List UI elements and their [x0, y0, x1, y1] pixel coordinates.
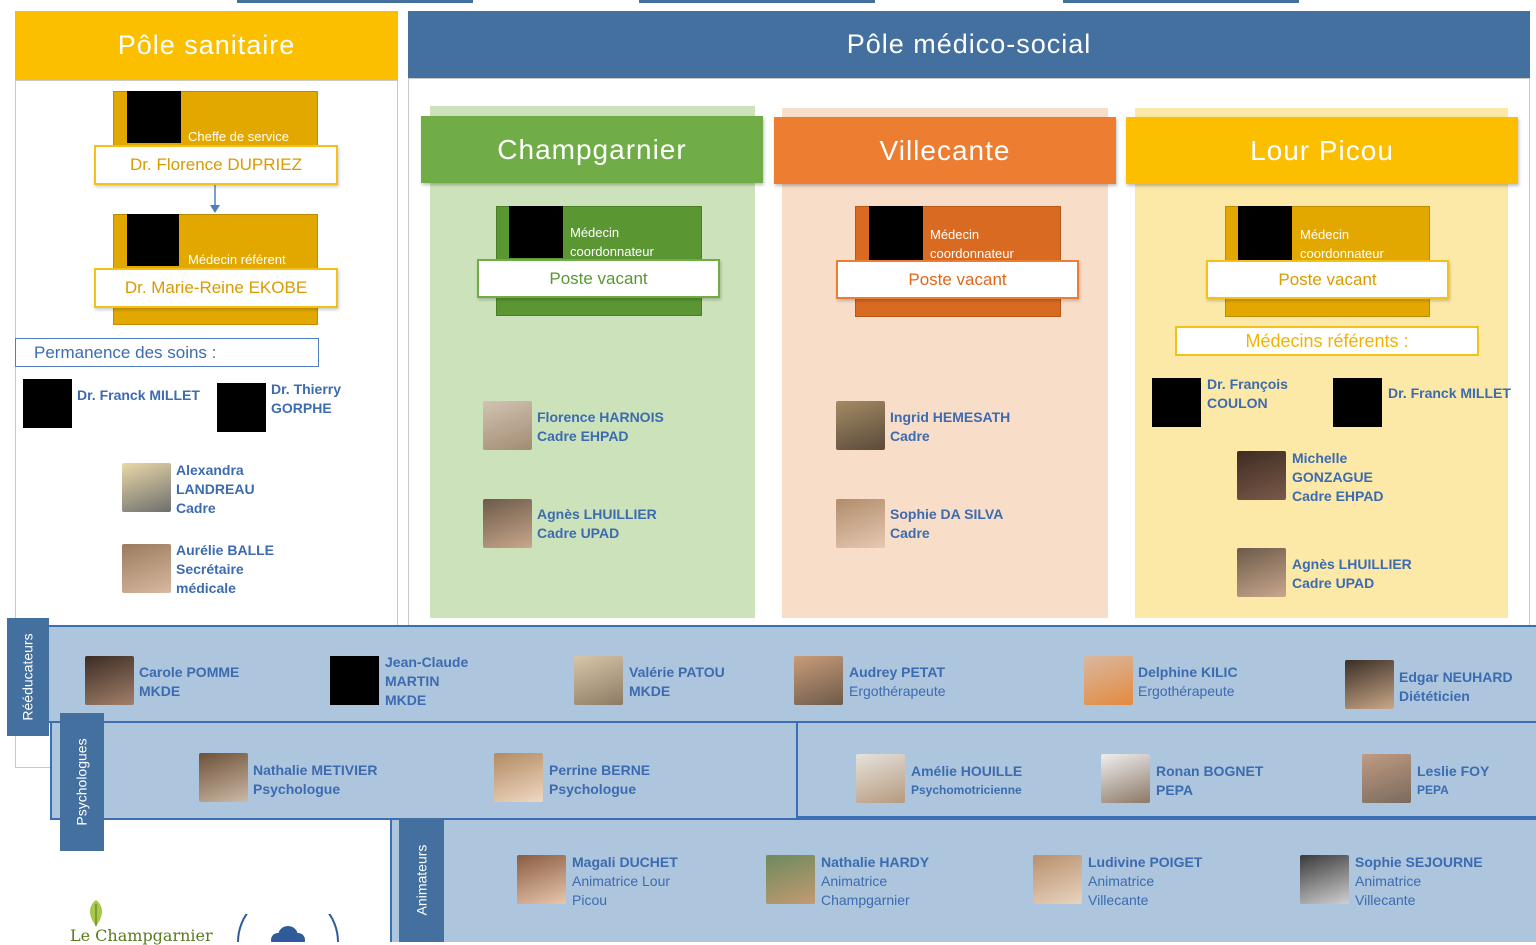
person-sophie-da-silva: Sophie DA SILVA Cadre	[890, 506, 1004, 541]
anim-ludivine-poiget: Ludivine POIGET Animatrice Villecante	[1088, 854, 1203, 908]
photo-valerie	[574, 656, 623, 705]
psychologues-band	[50, 721, 798, 820]
anim-nathalie-hardy: Nathalie HARDY Animatrice Champgarnier	[821, 854, 930, 908]
reeduc-jean-claude-martin: Jean-Claude MARTIN MKDE	[385, 654, 469, 708]
connector-arrow	[210, 185, 220, 213]
photo-aurelie	[122, 544, 171, 593]
photo-carole	[85, 656, 134, 705]
redacted-photo	[1238, 206, 1292, 260]
photo-magali	[517, 855, 566, 904]
photo-ludivine	[1033, 855, 1082, 904]
redacted-photo	[869, 206, 923, 260]
medecins-referents-label: Médecins référents :	[1175, 326, 1479, 356]
lourpicou-vacant: Poste vacant	[1206, 260, 1449, 299]
staff-amelie-houille: Amélie HOUILLE Psychomotricienne	[911, 763, 1023, 797]
reeducateurs-tab: Rééducateurs	[7, 618, 49, 736]
redacted-photo	[217, 383, 266, 432]
photo-ingrid	[836, 401, 885, 450]
villecante-header: Villecante	[774, 117, 1116, 184]
doctor-franck-millet: Dr. Franck MILLET	[1388, 385, 1511, 401]
villecante-coord-role: Médecin coordonnateur	[930, 227, 1014, 261]
staff-aurelie: Aurélie BALLE Secrétaire médicale	[176, 542, 275, 596]
photo-amelie	[856, 754, 905, 803]
lourpicou-column	[1135, 108, 1508, 618]
person-florence-harnois: Florence HARNOIS Cadre EHPAD	[537, 409, 664, 444]
photo-perrine	[494, 753, 543, 802]
photo-agnes-2	[1237, 548, 1286, 597]
champgarnier-header: Champgarnier	[421, 116, 763, 183]
photo-delphine	[1084, 656, 1133, 705]
redacted-photo	[1333, 378, 1382, 427]
psycho-right-area	[797, 723, 1536, 818]
staff-leslie-foy: Leslie FOY PEPA	[1417, 763, 1490, 797]
photo-agnes-1	[483, 499, 532, 548]
lourpicou-header: Lour Picou	[1126, 117, 1518, 184]
leaf-icon	[90, 900, 102, 926]
photo-alexandra	[122, 463, 171, 512]
psy-nathalie-metivier: Nathalie METIVIER Psychologue	[253, 762, 378, 797]
permanence-label: Permanence des soins :	[15, 338, 319, 367]
chef-name: Dr. Florence DUPRIEZ	[94, 145, 338, 185]
photo-nathalie-m	[199, 753, 248, 802]
photo-michelle	[1237, 451, 1286, 500]
psychologues-tab: Psychologues	[60, 713, 104, 851]
reeducateurs-band	[42, 625, 1536, 723]
photo-leslie	[1362, 754, 1411, 803]
redacted-photo	[127, 214, 179, 266]
staff-alexandra: Alexandra LANDREAU Cadre	[176, 462, 255, 516]
psy-perrine-berne: Perrine BERNE Psychologue	[549, 762, 651, 797]
anim-magali-duchet: Magali DUCHET Animatrice Lour Picou	[572, 854, 678, 908]
person-michelle-gonzague: Michelle GONZAGUE Cadre EHPAD	[1292, 450, 1384, 504]
medico-header: Pôle médico-social	[408, 11, 1530, 78]
photo-sophie-s	[1300, 855, 1349, 904]
reeduc-edgar-neuhard: Edgar NEUHARD Diététicien	[1399, 669, 1513, 704]
photo-nathalie-h	[766, 855, 815, 904]
reeduc-valerie-patou: Valérie PATOU MKDE	[629, 664, 725, 699]
lourpicou-coord-role: Médecin coordonnateur	[1300, 227, 1384, 261]
top-strip	[1063, 0, 1299, 3]
logo-text: Le Champgarnier	[70, 926, 213, 945]
sanitaire-header: Pôle sanitaire	[15, 11, 398, 80]
anim-sophie-sejourne: Sophie SEJOURNE Animatrice Villecante	[1355, 854, 1483, 908]
champgarnier-vacant: Poste vacant	[477, 259, 720, 298]
reeduc-audrey-petat: Audrey PETAT Ergothérapeute	[849, 664, 946, 699]
redacted-photo	[1152, 378, 1201, 427]
photo-ronan	[1101, 754, 1150, 803]
top-strip	[639, 0, 875, 3]
photo-audrey	[794, 656, 843, 705]
referent-role: Médecin référent	[188, 252, 286, 267]
person-agnes-lhuillier-1: Agnès LHUILLIER Cadre UPAD	[537, 506, 657, 541]
villecante-vacant: Poste vacant	[836, 260, 1079, 299]
top-strip	[237, 0, 473, 3]
champgarnier-coord-role: Médecin coordonnateur	[570, 225, 654, 259]
perm-person-2: Dr. Thierry GORPHE	[271, 381, 342, 416]
photo-florence-h	[483, 401, 532, 450]
staff-ronan-bognet: Ronan BOGNET PEPA	[1156, 763, 1264, 798]
reeduc-carole-pomme: Carole POMME MKDE	[139, 664, 240, 699]
person-ingrid-hemesath: Ingrid HEMESATH Cadre	[890, 409, 1011, 444]
tree-emblem-icon	[237, 914, 339, 942]
reeduc-delphine-kilic: Delphine KILIC Ergothérapeute	[1138, 664, 1238, 699]
animateurs-tab: Animateurs	[399, 818, 444, 942]
redacted-photo	[330, 656, 379, 705]
chef-role: Cheffe de service	[188, 129, 289, 144]
redacted-photo	[23, 379, 72, 428]
doctor-francois-coulon: Dr. François COULON	[1207, 376, 1288, 411]
redacted-photo	[127, 91, 181, 143]
person-agnes-lhuillier-2: Agnès LHUILLIER Cadre UPAD	[1292, 556, 1412, 591]
redacted-photo	[509, 206, 563, 258]
photo-sophie-ds	[836, 499, 885, 548]
perm-person-1: Dr. Franck MILLET	[77, 387, 200, 403]
photo-edgar	[1345, 660, 1394, 709]
referent-name: Dr. Marie-Reine EKOBE	[94, 268, 338, 308]
